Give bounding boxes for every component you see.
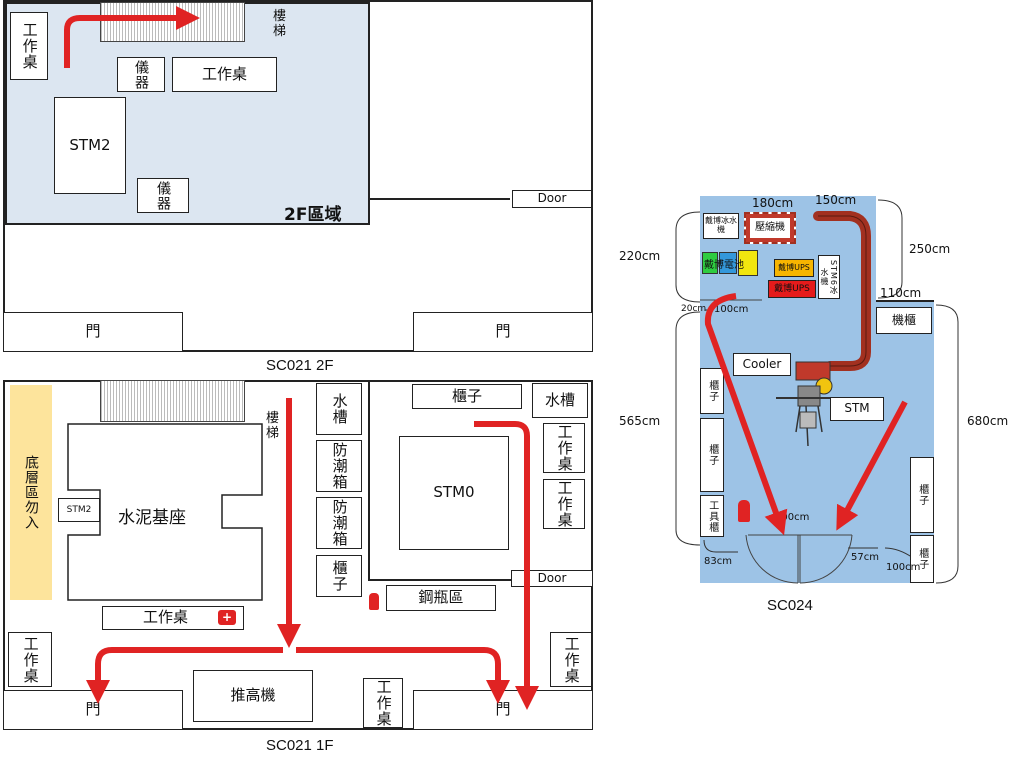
2f-stm2: STM2 xyxy=(54,97,126,194)
dim-220: 220cm xyxy=(619,249,661,263)
1f-door: Door xyxy=(511,570,593,587)
battery-green xyxy=(702,252,718,274)
cooler: Cooler xyxy=(733,353,791,376)
stm6-chiller: STM6冰水機 xyxy=(818,255,840,299)
forklift: 推高機 xyxy=(193,670,313,722)
1f-stairs-label: 樓梯 xyxy=(266,411,280,441)
2f-desk-mid: 工作桌 xyxy=(172,57,277,92)
2f-door: Door xyxy=(512,190,592,208)
cabinet-rack: 機櫃 xyxy=(876,307,932,334)
cab-l2: 櫃子 xyxy=(700,418,724,492)
2f-desk-left: 工作桌 xyxy=(10,12,48,80)
dim-150: 150cm xyxy=(815,193,857,207)
2f-instrument-bottom: 儀器 xyxy=(137,178,189,213)
dim-250: 250cm xyxy=(909,242,951,256)
dim-100a: 100cm xyxy=(714,304,749,315)
desk-far-right: 工作桌 xyxy=(550,632,592,687)
sc021-1f-outline xyxy=(3,380,593,730)
2f-area-label: 2F區域 xyxy=(284,205,342,225)
1f-stm2-small: STM2 xyxy=(58,498,100,522)
sc021-1f-caption: SC021 1F xyxy=(266,737,334,754)
2f-stairs xyxy=(100,2,245,42)
cement-base-label: 水泥基座 xyxy=(118,508,186,528)
battery-label: 戴博電池 xyxy=(704,260,744,271)
dim-57: 57cm xyxy=(851,552,879,563)
battery-yellow xyxy=(738,250,758,276)
desk-r1: 工作桌 xyxy=(543,423,585,473)
1f-gate-right: 門 xyxy=(413,690,593,730)
cabinet-top: 櫃子 xyxy=(412,384,522,409)
2f-wall-line xyxy=(370,198,510,200)
2f-gate-left: 門 xyxy=(3,312,183,352)
sc024-extinguisher-icon xyxy=(738,500,750,522)
dim-565: 565cm xyxy=(619,414,661,428)
sc021-2f-caption: SC021 2F xyxy=(266,357,334,374)
1f-stairs xyxy=(100,380,245,422)
no-entry-zone: 底層區勿入 xyxy=(10,385,52,600)
gas-cylinder-area: 鋼瓶區 xyxy=(386,585,496,611)
ups-b: 戴博UPS xyxy=(768,280,816,298)
cab-r1: 櫃子 xyxy=(910,457,934,533)
sc021-2f-outline xyxy=(3,0,593,352)
desk-mid-bottom: 工作桌 xyxy=(363,678,403,728)
dim-100b: 100cm xyxy=(886,562,921,573)
dim-110: 110cm xyxy=(880,286,922,300)
dry-box-b: 防潮箱 xyxy=(316,497,362,549)
compressor: 壓縮機 xyxy=(744,212,796,244)
fire-extinguisher-icon xyxy=(369,593,379,610)
2f-instrument-top: 儀器 xyxy=(117,57,165,92)
sink-b: 水槽 xyxy=(532,383,588,418)
chiller-a: 戴博冰水機 xyxy=(703,213,739,239)
2f-stairs-label: 樓梯 xyxy=(273,9,287,39)
1f-gate-left: 門 xyxy=(3,690,183,730)
stm: STM xyxy=(830,397,884,421)
cab-l1: 櫃子 xyxy=(700,368,724,414)
desk-r2: 工作桌 xyxy=(543,479,585,529)
dim-200: 200cm xyxy=(775,512,810,523)
sc024-caption: SC024 xyxy=(767,597,813,614)
room-divider-wall xyxy=(368,380,370,580)
battery-blue xyxy=(719,252,737,274)
desk-far-left: 工作桌 xyxy=(8,632,52,687)
dry-box-a: 防潮箱 xyxy=(316,440,362,492)
cabinet-left: 櫃子 xyxy=(316,555,362,597)
sc024-room-wall xyxy=(876,300,934,302)
tool-cabinet: 工具櫃 xyxy=(700,495,724,537)
stm0: STM0 xyxy=(399,436,509,550)
room-divider-bottom xyxy=(368,579,511,581)
cab-r2: 櫃子 xyxy=(910,535,934,583)
first-aid-icon: + xyxy=(218,610,236,625)
dim-680: 680cm xyxy=(967,414,1009,428)
dim-20: 20cm xyxy=(681,304,707,314)
2f-gate-right: 門 xyxy=(413,312,593,352)
sc024-main-room xyxy=(700,300,934,583)
dim-83: 83cm xyxy=(704,556,732,567)
sink-a: 水槽 xyxy=(316,383,362,435)
ups-a: 戴博UPS xyxy=(774,259,814,277)
dim-180: 180cm xyxy=(752,196,794,210)
